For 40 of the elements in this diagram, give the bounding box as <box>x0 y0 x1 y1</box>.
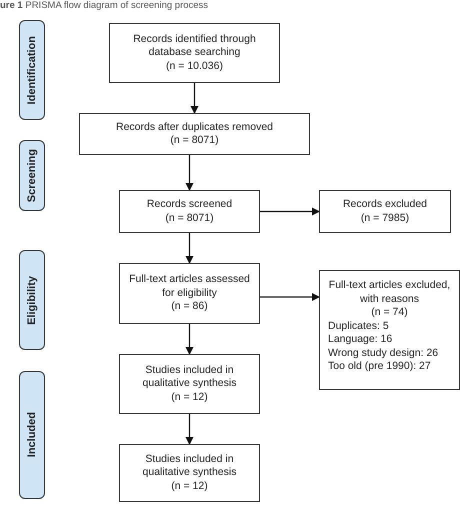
process-box <box>119 354 260 414</box>
box-text: Records after duplicates removed <box>116 120 273 134</box>
box-text: (n = 12) <box>171 480 208 494</box>
figure-title: ure 1 PRISMA flow diagram of screening process <box>0 0 208 12</box>
arrow <box>186 233 194 264</box>
box-text: Duplicates: 5 <box>328 320 390 333</box>
box-text: (n = 74) <box>370 306 409 320</box>
process-box <box>79 113 310 155</box>
box-text: (n = 7985) <box>360 212 410 225</box>
phase-tab: Included <box>19 371 45 499</box>
phase-tab: Screening <box>19 140 45 211</box>
box-text: Records identified through database searching <box>132 32 257 60</box>
arrow <box>260 293 320 301</box>
phase-tab: Identification <box>19 20 45 120</box>
arrow <box>186 414 194 445</box>
process-box <box>319 190 451 233</box>
process-box <box>319 270 460 390</box>
box-text: Studies included in qualitative synthesis <box>142 452 238 480</box>
box-text: Language: 16 <box>328 333 394 346</box>
box-text: (n = 12) <box>171 390 208 404</box>
box-text: (n = 8071) <box>170 134 219 148</box>
arrow <box>186 155 194 191</box>
box-text: (n = 8071) <box>165 212 214 225</box>
arrow <box>186 324 194 355</box>
process-box <box>119 444 260 502</box>
process-box <box>119 263 260 324</box>
box-text: Too old (pre 1990): 27 <box>328 360 432 374</box>
box-text: Records excluded <box>342 198 428 212</box>
box-text: Full-text articles assessed for eligibility <box>128 273 251 300</box>
arrow <box>190 83 198 114</box>
process-box <box>109 23 280 83</box>
process-box <box>119 190 260 233</box>
arrow <box>260 208 320 216</box>
box-text: Records screened <box>146 198 232 212</box>
box-text: (n = 10.036) <box>166 60 223 74</box>
phase-tab: Eligibility <box>19 250 45 350</box>
box-text: Full-text articles excluded, with reasons <box>328 279 451 306</box>
box-text: (n = 86) <box>171 300 208 314</box>
box-text: Studies included in qualitative synthesis <box>142 364 238 391</box>
box-text: Wrong study design: 26 <box>328 346 440 360</box>
